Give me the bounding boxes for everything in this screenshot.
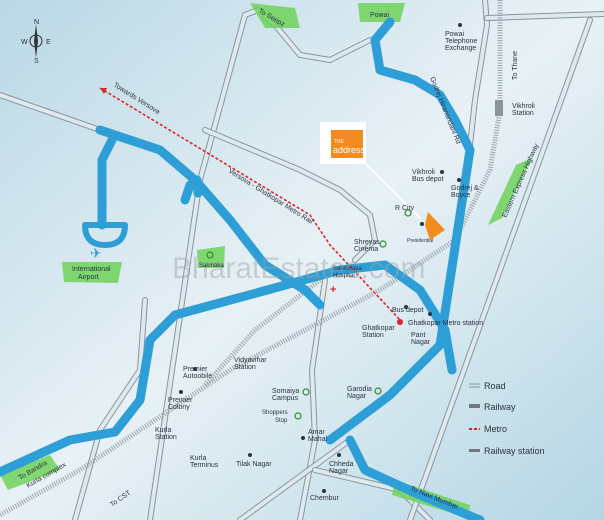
legend-label: Road — [484, 381, 506, 391]
railway-icon — [469, 404, 480, 408]
label-amar-mahal: Mahal — [308, 436, 328, 443]
label-somaiya-campus: Campus — [272, 395, 299, 402]
label-premier-autoobile: Autoobile — [183, 373, 212, 380]
road-icon — [469, 383, 480, 388]
logo-the: THE — [334, 139, 345, 145]
logo-address: address — [333, 145, 366, 155]
label-r-city: R City — [395, 205, 415, 212]
label-sarvodaya-hospital: Sarvodaya — [333, 266, 362, 272]
legend-label: Metro — [484, 424, 507, 434]
compass-w: W — [21, 39, 28, 46]
label-powai-exchange: Telephone — [445, 38, 477, 45]
label-garodia-nagar: Garodia — [347, 386, 372, 393]
label-ghatkopar-metro-station: Ghatkopar Metro station — [408, 320, 483, 327]
label-amar-mahal: Amar — [308, 429, 325, 436]
legend-label: Railway station — [484, 446, 545, 456]
label-ghatkopar-station: Station — [362, 332, 384, 339]
label-kurla-station: Station — [155, 434, 177, 441]
label-presidential: Presidential — [407, 238, 433, 244]
label-godrej-boyce: Boyce — [451, 192, 471, 199]
compass-s: S — [34, 58, 39, 65]
label-chheda-nagar: Nagar — [329, 468, 349, 475]
legend-item-railway: Railway — [469, 402, 516, 412]
label-premier-colony: Colony — [168, 404, 190, 411]
legend-item-railway-station: Railway station — [469, 446, 545, 456]
label-shreyas-cinema: Shreyas — [354, 239, 380, 246]
legend-item-road: Road — [469, 381, 506, 391]
project-logo: THE address — [320, 122, 445, 240]
label-pant-nagar: Pant — [411, 332, 425, 339]
label-shreyas-cinema: Cinema — [354, 246, 378, 253]
label-premier-autoobile: Premier — [183, 366, 208, 373]
label-chheda-nagar: Chheda — [329, 461, 354, 468]
metro-line — [99, 87, 401, 321]
legend-item-metro: Metro — [469, 424, 507, 434]
legend-label: Railway — [484, 402, 516, 412]
railways — [0, 0, 503, 518]
label-pant-nagar: Nagar — [411, 339, 431, 346]
label-shoppers-stop: Shoppers — [262, 410, 288, 416]
label-to-thane: To Thane — [512, 51, 519, 80]
compass-n: N — [34, 19, 39, 26]
label-premier-colony: Premier — [168, 397, 193, 404]
railway-station-marker — [495, 100, 503, 116]
label-garodia-nagar: Nagar — [347, 393, 367, 400]
label-godrej-boyce: Godrej & — [451, 185, 479, 192]
label-vikhroli-station: Vikhroli — [512, 103, 535, 110]
label-chembur: Chembur — [310, 495, 339, 502]
watermark: BharatEstates.com — [172, 252, 425, 285]
label-international-airport: International — [72, 266, 111, 273]
label-shoppers-stop: Stop — [275, 418, 288, 424]
label-sarvodaya-hospital: Hospital — [333, 273, 355, 279]
poi-markers — [179, 23, 462, 493]
expressways — [0, 17, 485, 520]
label-ghatkopar-station: Ghatkopar — [362, 325, 395, 332]
compass-e: E — [46, 39, 51, 46]
label-tilak-nagar: Tilak Nagar — [236, 461, 272, 468]
metro-station-marker — [397, 319, 403, 325]
label-powai: Powai — [370, 12, 390, 19]
label-bus-depot: Bus depot — [392, 307, 424, 314]
project-location-marker — [425, 212, 445, 240]
label-vikhroli-station: Station — [512, 110, 534, 117]
hospital-icon: + — [330, 284, 336, 296]
label-kurla-terminus: Terminus — [190, 462, 219, 469]
label-powai-exchange: Exchange — [445, 45, 476, 52]
compass-icon: N S E W — [21, 19, 51, 65]
label-sakinaka: Sakinaka — [199, 263, 224, 269]
label-kurla-station: Kurla — [155, 427, 171, 434]
label-vidyavihar-station: Vidyavihar — [234, 357, 267, 364]
airplane-icon: ✈ — [90, 245, 102, 261]
label-powai-exchange: Powai — [445, 31, 465, 38]
label-kurla-terminus: Kurla — [190, 455, 206, 462]
label-international-airport: Airport — [78, 274, 99, 281]
label-vikhroli-bus-depot: Vikhroli — [412, 169, 435, 176]
label-vidyavihar-station: Station — [234, 364, 256, 371]
arrow-icon — [100, 88, 107, 94]
label-vikhroli-bus-depot: Bus depot — [412, 176, 444, 183]
label-somaiya-campus: Somaiya — [272, 388, 299, 395]
legend: Road Railway Metro Railway station — [469, 381, 545, 456]
railway-station-icon — [469, 449, 480, 452]
landmark-markers — [206, 209, 412, 420]
